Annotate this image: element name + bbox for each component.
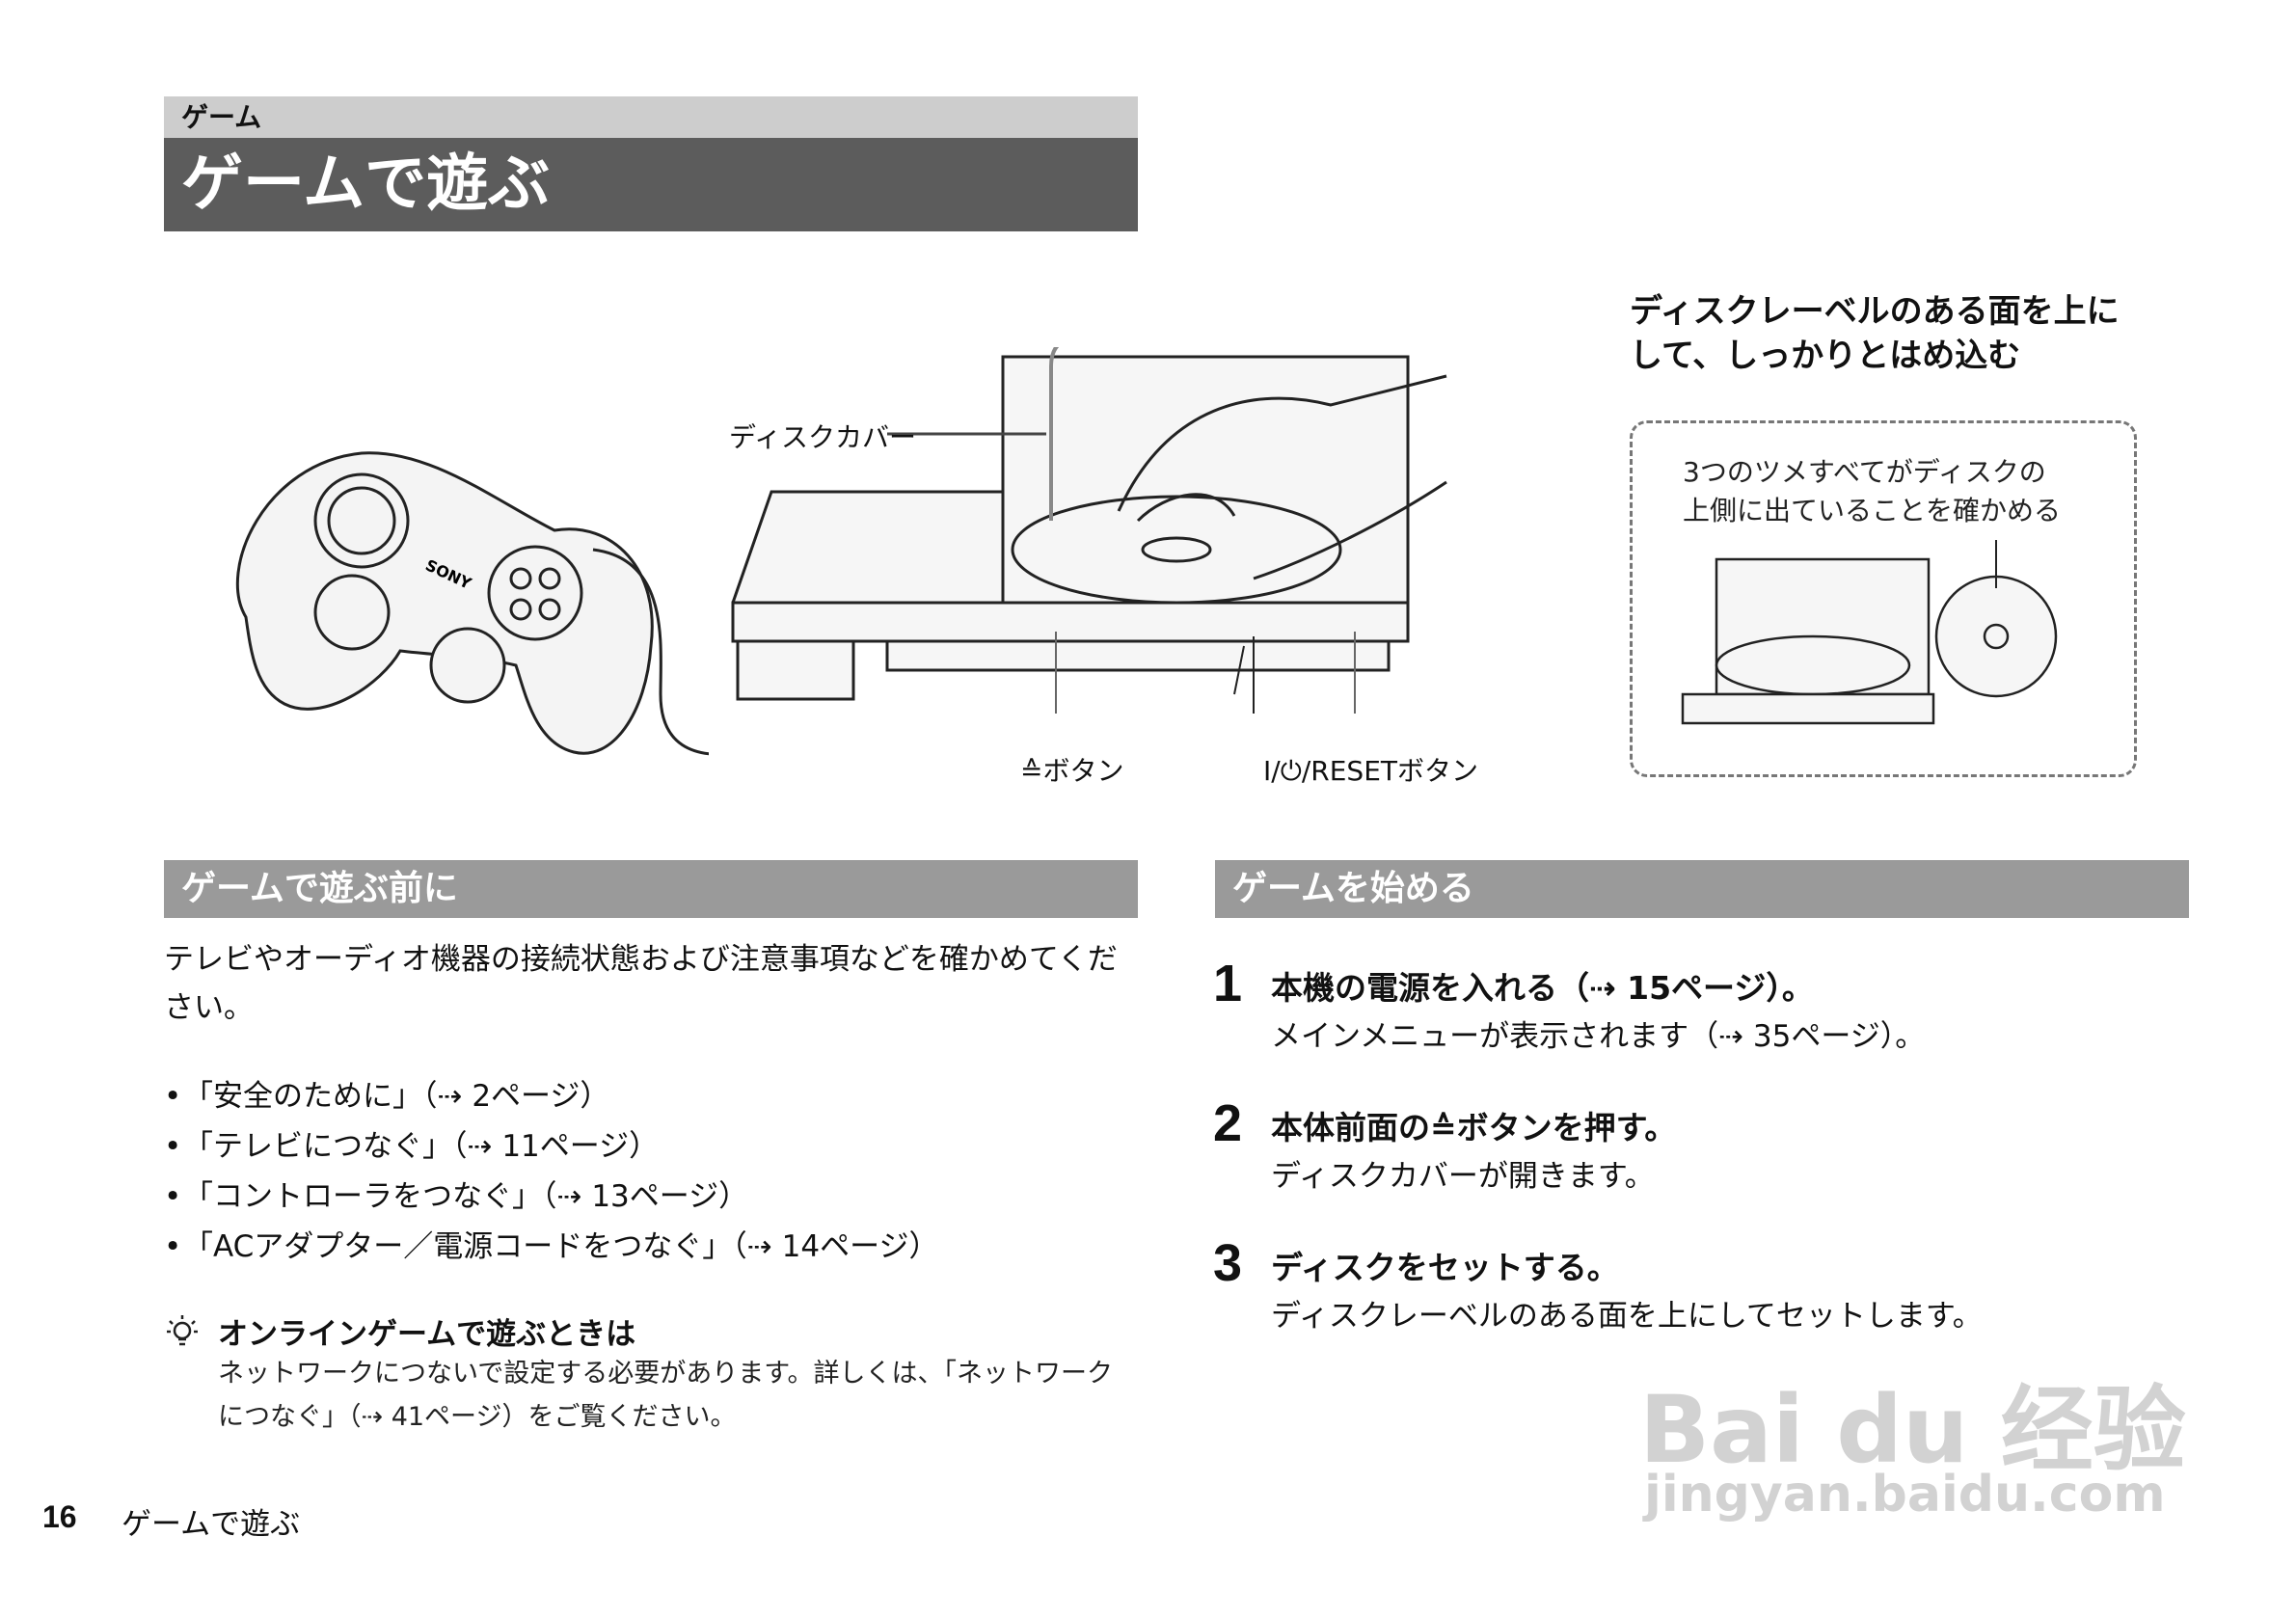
footer-title: ゲームで遊ぶ — [122, 1507, 301, 1542]
list-item[interactable]: 「コントローラをつなぐ」（⇢ 13ページ） — [164, 1172, 748, 1222]
lightbulb-icon — [167, 1315, 198, 1346]
step-body: ディスクレーベルのある面を上にしてセットします。 — [1271, 1299, 1983, 1334]
disc-instruction: ディスクレーベルのある面を上にして、しっかりとはめ込む — [1630, 292, 2120, 375]
before-play-intro: テレビやオーディオ機器の接続状態および注意事項などを確かめてください。 — [164, 942, 1118, 1025]
start-game-heading: ゲームを始める — [1215, 860, 2189, 918]
tip-text: ネットワークにつないで設定する必要があります。詳しくは、「ネットワークにつなぐ」… — [218, 1359, 1113, 1432]
inset-illustration — [1681, 540, 2058, 725]
tip-title: オンラインゲームで遊ぶときは — [218, 1317, 636, 1352]
step-number: 3 — [1213, 1234, 1243, 1292]
step-title: ディスクをセットする。 — [1271, 1249, 1619, 1286]
step-number: 1 — [1213, 955, 1243, 1012]
inset-box — [1630, 420, 2137, 777]
page-title: ゲームで遊ぶ — [164, 138, 1138, 231]
list-item[interactable]: 「安全のために」（⇢ 2ページ） — [164, 1071, 609, 1121]
disc-cover-label: ディスクカバー — [729, 421, 917, 453]
section-label: ゲーム — [164, 96, 1138, 138]
before-play-heading: ゲームで遊ぶ前に — [164, 860, 1138, 918]
step-body: メインメニューが表示されます（⇢ 35ページ）。 — [1271, 1019, 1926, 1054]
console-illustration — [731, 347, 1447, 714]
list-item[interactable]: 「テレビにつなぐ」（⇢ 11ページ） — [164, 1121, 659, 1172]
list-item[interactable]: 「ACアダプター／電源コードをつなぐ」（⇢ 14ページ） — [164, 1222, 938, 1272]
step-title: 本体前面の≙ボタンを押す。 — [1271, 1109, 1677, 1146]
reset-button-label: I/⏻/RESETボタン — [1263, 755, 1478, 787]
inset-note: 3つのツメすべてがディスクの上側に出ていることを確かめる — [1683, 456, 2062, 526]
step-title: 本機の電源を入れる（⇢ 15ページ）。 — [1271, 969, 1814, 1007]
watermark-url: jingyan.baidu.com — [1644, 1466, 2166, 1524]
step-body: ディスクカバーが開きます。 — [1271, 1159, 1655, 1194]
controller-illustration: SONY — [235, 451, 709, 756]
page-number: 16 — [42, 1499, 77, 1534]
open-button-label: ≙ボタン — [1020, 755, 1124, 787]
step-number: 2 — [1213, 1094, 1243, 1152]
watermark-logo: Bai du 经验 — [1639, 1376, 2186, 1484]
